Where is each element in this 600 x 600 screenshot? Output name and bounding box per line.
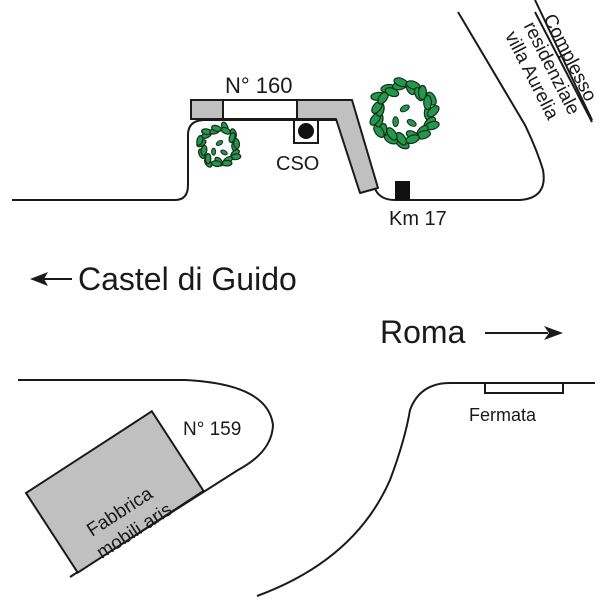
tree-leaf xyxy=(392,116,399,128)
building-160 xyxy=(190,99,379,194)
building-160-left-block xyxy=(190,99,224,120)
building-160-right-wing xyxy=(296,99,379,194)
direction-west-label: Castel di Guido xyxy=(78,261,297,297)
tree-leaf xyxy=(204,153,212,165)
tree-leaf xyxy=(215,140,224,146)
tree-leaf xyxy=(423,94,433,111)
factory-building xyxy=(24,409,205,575)
building-160-label: N° 160 xyxy=(225,73,293,98)
road-south-west-edge xyxy=(18,379,275,578)
arrow-left-icon xyxy=(30,272,48,286)
direction-west: Castel di Guido xyxy=(30,261,297,297)
bus-stop-shelter xyxy=(484,382,564,394)
tree-leaf xyxy=(200,144,208,156)
direction-east: Roma xyxy=(380,314,563,350)
building-160-middle-bar xyxy=(222,99,298,120)
km-marker-label: Km 17 xyxy=(389,208,447,230)
tree-leaf xyxy=(210,160,223,168)
tree-leaf xyxy=(211,147,217,156)
tree-leaf xyxy=(426,105,440,118)
tree-leaf xyxy=(417,84,428,101)
tree-leaf xyxy=(395,131,407,146)
road-south-east-edge xyxy=(256,382,595,597)
residential-boundary-line xyxy=(534,11,593,123)
residential-boundary xyxy=(534,0,593,121)
tree-leaf xyxy=(220,149,228,156)
cso-dot-icon xyxy=(298,123,314,139)
building-159-label: N° 159 xyxy=(183,419,241,440)
tree-leaf xyxy=(386,127,398,141)
tree-small-icon xyxy=(196,121,242,168)
tree-leaf xyxy=(399,104,410,113)
cso-marker xyxy=(293,119,319,144)
tree-leaf xyxy=(373,124,385,138)
tree-leaf xyxy=(406,118,417,127)
km-marker-post xyxy=(395,181,410,200)
direction-east-label: Roma xyxy=(380,314,466,350)
arrow-right-icon xyxy=(544,326,563,340)
factory-block xyxy=(24,409,205,575)
cso-label: CSO xyxy=(276,153,319,175)
bus-stop-label: Fermata xyxy=(469,405,537,425)
tree-large-icon xyxy=(369,77,440,150)
tree-leaf xyxy=(233,138,241,150)
